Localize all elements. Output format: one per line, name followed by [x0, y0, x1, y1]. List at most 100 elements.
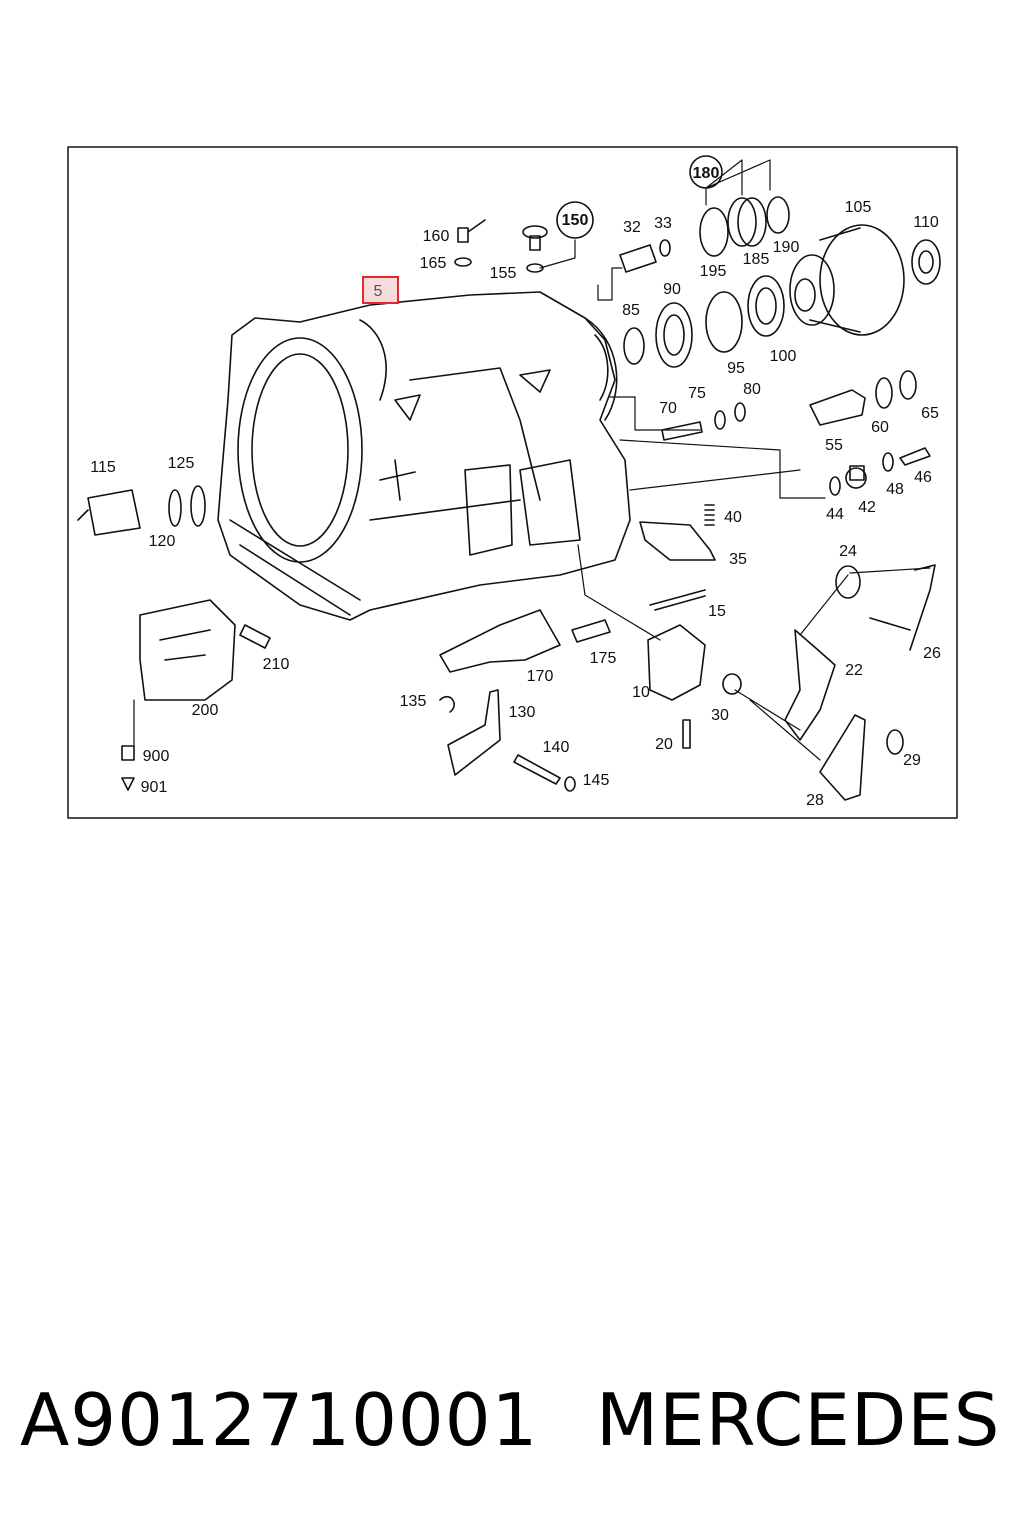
screw-175[interactable] [571, 619, 611, 643]
callout-label-80[interactable]: 80 [743, 381, 761, 398]
callout-label-901[interactable]: 901 [141, 779, 168, 796]
bushing-24[interactable] [835, 565, 861, 599]
callout-label-5[interactable]: 5 [374, 283, 383, 300]
callout-label-90[interactable]: 90 [663, 281, 681, 298]
seal-190[interactable] [766, 196, 790, 234]
callout-label-65[interactable]: 65 [921, 405, 939, 422]
bolt-160[interactable] [454, 219, 486, 267]
callout-label-200[interactable]: 200 [192, 702, 219, 719]
callout-label-42[interactable]: 42 [858, 499, 876, 516]
screw-46[interactable] [899, 447, 931, 466]
pin-140[interactable] [513, 754, 561, 785]
seal-85[interactable] [623, 327, 645, 365]
callout-label-165[interactable]: 165 [420, 255, 447, 272]
callout-label-130[interactable]: 130 [509, 704, 536, 721]
circlip-65[interactable] [899, 370, 917, 400]
callout-label-32[interactable]: 32 [623, 219, 641, 236]
callout-labels: 5 10 15 20 22 24 26 28 29 30 32 33 35 40 42 44 46 48 55 60… [90, 165, 941, 809]
seal-ring-195[interactable] [699, 207, 729, 257]
nut-30[interactable] [722, 673, 742, 695]
callout-circle-180 [689, 155, 723, 189]
shaft-lever-26[interactable] [869, 564, 936, 651]
connector-115[interactable] [77, 485, 206, 536]
transmission-housing[interactable] [217, 291, 631, 621]
flange-105[interactable] [789, 224, 905, 336]
plug-155[interactable] [522, 225, 548, 273]
control-unit-200[interactable] [139, 599, 236, 701]
highlight-box[interactable] [362, 276, 399, 304]
callout-label-75[interactable]: 75 [688, 385, 706, 402]
diagram-frame [67, 146, 958, 819]
callout-label-135[interactable]: 135 [400, 693, 427, 710]
callout-label-24[interactable]: 24 [839, 543, 857, 560]
callout-label-35[interactable]: 35 [729, 551, 747, 568]
callout-label-44[interactable]: 44 [826, 506, 844, 523]
key-901[interactable] [121, 777, 135, 791]
callout-label-140[interactable]: 140 [543, 739, 570, 756]
pin-70[interactable] [661, 421, 703, 441]
lever-35[interactable] [639, 521, 716, 561]
callout-label-60[interactable]: 60 [871, 419, 889, 436]
callout-label-185[interactable]: 185 [743, 251, 770, 268]
callout-label-20[interactable]: 20 [655, 736, 673, 753]
bolt-210[interactable] [239, 624, 271, 649]
callout-label-125[interactable]: 125 [168, 455, 195, 472]
callout-label-210[interactable]: 210 [263, 656, 290, 673]
nut-29[interactable] [886, 729, 904, 755]
key-900[interactable] [121, 745, 135, 761]
callout-label-195[interactable]: 195 [700, 263, 727, 280]
spring-135[interactable] [439, 695, 455, 713]
detent-plate-10[interactable] [647, 624, 706, 701]
lever-28[interactable] [819, 714, 866, 801]
shift-shaft-55[interactable] [809, 389, 866, 426]
callout-label-46[interactable]: 46 [914, 469, 932, 486]
plug-42[interactable] [845, 465, 867, 489]
callout-label-95[interactable]: 95 [727, 360, 745, 377]
callout-label-26[interactable]: 26 [923, 645, 941, 662]
callout-label-190[interactable]: 190 [773, 239, 800, 256]
nut-110[interactable] [911, 239, 941, 285]
washer-48[interactable] [882, 452, 894, 472]
callout-label-160[interactable]: 160 [423, 228, 450, 245]
callout-label-110[interactable]: 110 [913, 214, 939, 231]
bearing-90[interactable] [655, 302, 693, 368]
callout-label-105[interactable]: 105 [845, 199, 872, 216]
ring-75[interactable] [714, 410, 726, 430]
callout-label-85[interactable]: 85 [622, 302, 640, 319]
callout-label-40[interactable]: 40 [724, 509, 742, 526]
lever-22[interactable] [784, 629, 836, 741]
washer-145[interactable] [564, 776, 576, 792]
callout-label-29[interactable]: 29 [903, 752, 921, 769]
callout-label-115[interactable]: 115 [90, 459, 116, 476]
spring-40[interactable] [704, 504, 715, 526]
callout-label-55[interactable]: 55 [825, 437, 843, 454]
callout-label-150[interactable]: 150 [562, 212, 589, 229]
callout-label-120[interactable]: 120 [149, 533, 176, 550]
snap-ring-95[interactable] [705, 291, 743, 353]
callout-label-48[interactable]: 48 [886, 481, 904, 498]
sensor-170[interactable] [439, 609, 561, 673]
callout-label-10[interactable]: 10 [632, 684, 650, 701]
circlip-80[interactable] [734, 402, 746, 422]
callout-label-15[interactable]: 15 [708, 603, 726, 620]
sleeve-32[interactable] [619, 239, 671, 273]
bushing-185[interactable] [727, 197, 767, 247]
seal-60[interactable] [875, 377, 893, 409]
callout-label-900[interactable]: 900 [143, 748, 170, 765]
callout-label-170[interactable]: 170 [527, 668, 554, 685]
callout-label-70[interactable]: 70 [659, 400, 677, 417]
ring-44[interactable] [829, 476, 841, 496]
spring-rod-15[interactable] [649, 589, 706, 611]
callout-label-22[interactable]: 22 [845, 662, 863, 679]
callout-label-28[interactable]: 28 [806, 792, 824, 809]
callout-label-33[interactable]: 33 [654, 215, 672, 232]
bracket-130[interactable] [447, 689, 501, 776]
callout-label-175[interactable]: 175 [590, 650, 617, 667]
callout-label-145[interactable]: 145 [583, 772, 610, 789]
callout-label-180[interactable]: 180 [693, 165, 720, 182]
callout-label-100[interactable]: 100 [770, 348, 797, 365]
bolt-20[interactable] [682, 719, 691, 749]
callout-label-30[interactable]: 30 [711, 707, 729, 724]
seal-100[interactable] [747, 275, 785, 337]
callout-label-155[interactable]: 155 [490, 265, 517, 282]
